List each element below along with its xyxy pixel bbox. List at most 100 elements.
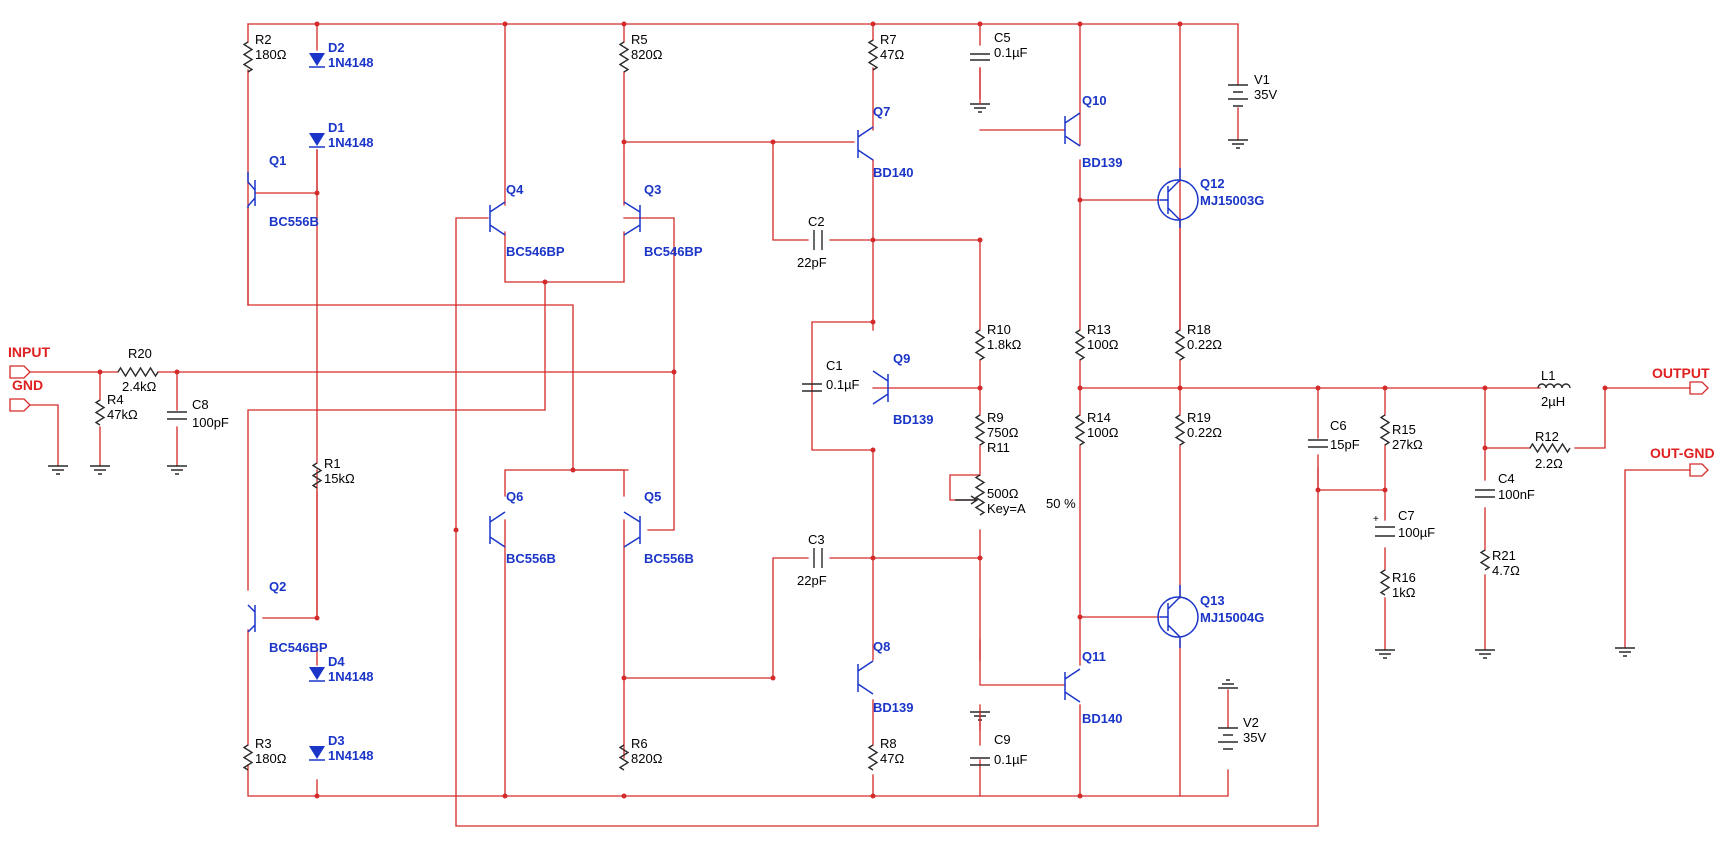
r14-value: 100Ω (1087, 425, 1119, 440)
transistor-q7-symbol (857, 126, 874, 161)
diode-d4-symbol (309, 667, 325, 682)
r15-value: 27kΩ (1392, 437, 1423, 452)
q7-ref: Q7 (873, 104, 890, 119)
c5-ref: C5 (994, 30, 1011, 45)
r10-value: 1.8kΩ (987, 337, 1022, 352)
input-port-label: INPUT (8, 344, 50, 360)
capacitor-c4-symbol (1475, 489, 1495, 498)
r9-ref: R9 (987, 410, 1004, 425)
c5-value: 0.1µF (994, 45, 1028, 60)
r2-value: 180Ω (255, 47, 287, 62)
diode-d1-symbol (309, 133, 325, 148)
resistor-r8-symbol (867, 744, 879, 771)
r20-ref: R20 (128, 346, 152, 361)
resistor-r21-symbol (1479, 549, 1491, 571)
out-gnd-port-icon (1689, 463, 1709, 477)
inductor-l1-symbol (1537, 383, 1571, 389)
input-port-icon (9, 365, 31, 379)
r5-value: 820Ω (631, 47, 663, 62)
out-gnd-port-label: OUT-GND (1650, 445, 1715, 461)
output-port-label: OUTPUT (1652, 365, 1710, 381)
transistor-q5-symbol (623, 511, 641, 548)
d1-ref: D1 (328, 120, 345, 135)
resistor-r20-symbol (117, 366, 159, 378)
r13-value: 100Ω (1087, 337, 1119, 352)
c6-value: 15pF (1330, 437, 1360, 452)
r7-value: 47Ω (880, 47, 904, 62)
wires (29, 23, 1691, 827)
r16-ref: R16 (1392, 570, 1416, 585)
r5-ref: R5 (631, 32, 648, 47)
capacitor-c1-symbol (802, 383, 822, 392)
transistor-q4-symbol (489, 201, 506, 236)
q9-ref: Q9 (893, 351, 910, 366)
r10-ref: R10 (987, 322, 1011, 337)
source-v1-symbol (1228, 84, 1248, 107)
q11-ref: Q11 (1082, 649, 1106, 664)
c8-value: 100pF (192, 415, 229, 430)
resistor-r19-symbol (1174, 414, 1186, 446)
r1-value: 15kΩ (324, 471, 355, 486)
transistor-q6-symbol (489, 511, 506, 548)
resistor-r10-symbol (974, 329, 986, 361)
resistor-r1-symbol (311, 462, 323, 489)
q10-ref: Q10 (1082, 93, 1107, 108)
v2-value: 35V (1243, 730, 1266, 745)
resistor-r16-symbol (1379, 569, 1391, 596)
q9-part: BD139 (893, 412, 933, 427)
r2-ref: R2 (255, 32, 272, 47)
q3-part: BC546BP (644, 244, 703, 259)
d2-ref: D2 (328, 40, 345, 55)
resistor-r13-symbol (1074, 329, 1086, 361)
r12-ref: R12 (1535, 429, 1559, 444)
resistor-r4-symbol (94, 399, 106, 426)
r11-ref: R11 (987, 440, 1010, 455)
q13-part: MJ15004G (1200, 610, 1264, 625)
r1-ref: R1 (324, 456, 341, 471)
r4-ref: R4 (107, 392, 124, 407)
q12-part: MJ15003G (1200, 193, 1264, 208)
d3-ref: D3 (328, 733, 345, 748)
r18-ref: R18 (1187, 322, 1211, 337)
r7-ref: R7 (880, 32, 897, 47)
ports: INPUT GND OUTPUT OUT-GND (8, 344, 1715, 477)
d3-value: 1N4148 (328, 748, 374, 763)
transistor-q11-symbol (1064, 668, 1081, 703)
c1-ref: C1 (826, 358, 843, 373)
gnd-port-icon (9, 398, 31, 412)
capacitor-c6-symbol (1308, 439, 1328, 448)
d4-ref: D4 (328, 654, 345, 669)
c2-ref: C2 (808, 214, 825, 229)
junction-dots (97, 21, 1608, 799)
d1-value: 1N4148 (328, 135, 374, 150)
component-labels: R2 180Ω R5 820Ω R7 47Ω R20 2.4kΩ R4 47kΩ… (107, 30, 1565, 767)
transistor-q2-symbol (247, 604, 256, 633)
capacitor-c7-symbol (1375, 526, 1395, 537)
r11-value: 500Ω (987, 486, 1019, 501)
r9-value: 750Ω (987, 425, 1019, 440)
q1-ref: Q1 (269, 153, 286, 168)
source-v2-symbol (1218, 727, 1238, 750)
diode-d2-symbol (309, 53, 325, 68)
r15-ref: R15 (1392, 422, 1416, 437)
r6-ref: R6 (631, 736, 648, 751)
v1-value: 35V (1254, 87, 1277, 102)
r21-value: 4.7Ω (1492, 563, 1520, 578)
c7-polarity-plus: + (1373, 514, 1379, 525)
d4-value: 1N4148 (328, 669, 374, 684)
r8-value: 47Ω (880, 751, 904, 766)
transistor-symbols (247, 112, 1199, 703)
q12-ref: Q12 (1200, 176, 1225, 191)
c1-value: 0.1µF (826, 377, 860, 392)
resistor-r14-symbol (1074, 414, 1086, 446)
r3-value: 180Ω (255, 751, 287, 766)
capacitor-c3-symbol (813, 548, 823, 568)
capacitor-c5-symbol (970, 53, 990, 61)
transistor-q10-symbol (1064, 112, 1081, 147)
resistor-r18-symbol (1174, 329, 1186, 361)
c4-ref: C4 (1498, 471, 1515, 486)
c9-ref: C9 (994, 732, 1011, 747)
d2-value: 1N4148 (328, 55, 374, 70)
r3-ref: R3 (255, 736, 272, 751)
c7-ref: C7 (1398, 508, 1415, 523)
